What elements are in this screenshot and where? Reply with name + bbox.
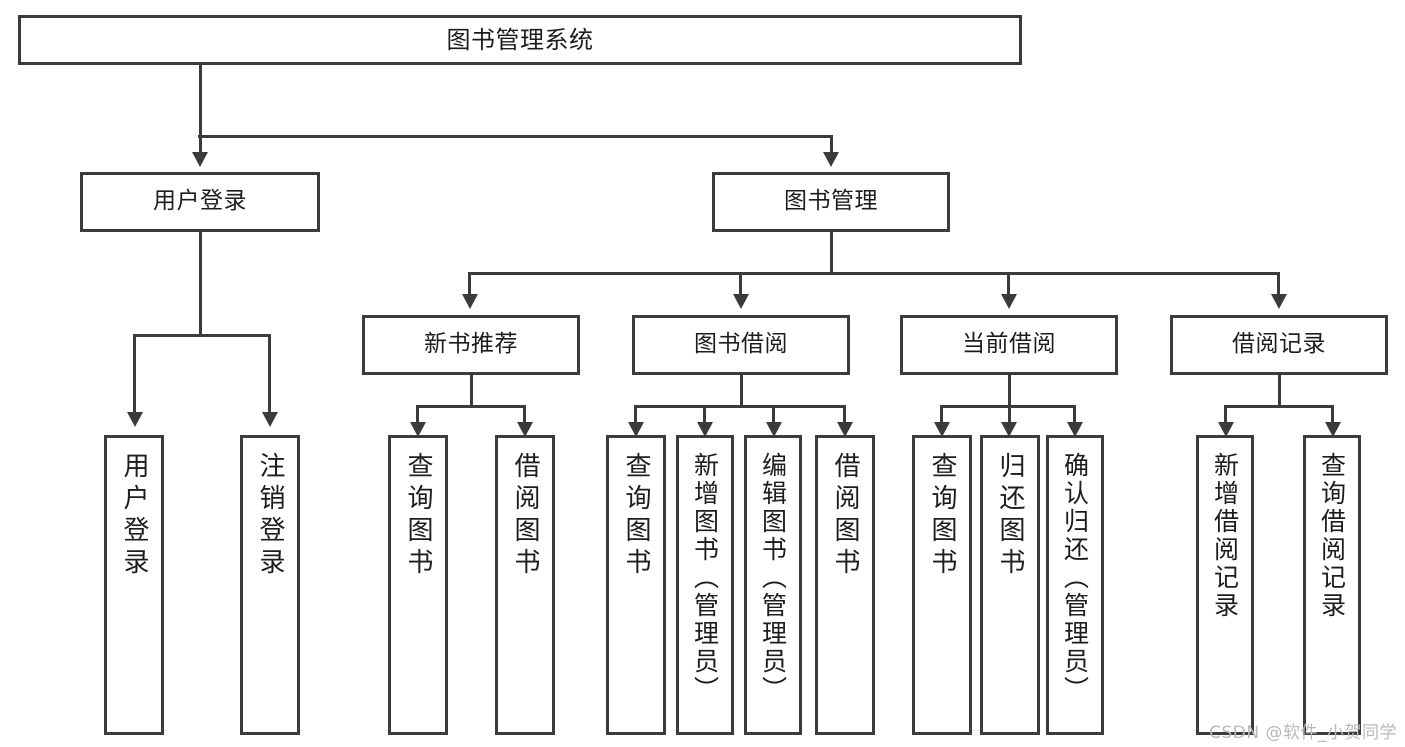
connector-book-borrow-bar [634, 405, 846, 408]
connector-user-login-child-1 [133, 334, 136, 416]
arrowhead-book-borrow-child-2 [696, 422, 713, 437]
arrowhead-user-login-child-1 [126, 412, 143, 427]
arrowhead-book-borrow-child-3 [765, 422, 782, 437]
node-label: 注销登录 [255, 452, 285, 580]
node-label: 借阅图书 [510, 452, 540, 580]
node-label: 查询图书 [621, 452, 651, 580]
leaf-borrow-query-books[interactable]: 查询图书 [606, 435, 666, 735]
connector-book-mgmt-child-1 [468, 272, 471, 298]
connector-book-mgmt-bar [468, 272, 1280, 275]
connector-current-borrow-child-1 [940, 405, 943, 427]
node-label: 确认归还（管理员） [1060, 452, 1090, 704]
node-label: 图书管理系统 [446, 25, 594, 54]
leaf-records-query-record[interactable]: 查询借阅记录 [1303, 435, 1361, 735]
connector-root-bar [198, 135, 832, 138]
arrowhead-root-to-book-mgmt [823, 152, 839, 167]
leaf-newbook-borrow-books[interactable]: 借阅图书 [495, 435, 555, 735]
leaf-borrow-add-book-admin[interactable]: 新增图书（管理员） [676, 435, 734, 735]
arrowhead-borrow-records-child-2 [1324, 422, 1341, 437]
leaf-newbook-query-books[interactable]: 查询图书 [388, 435, 448, 735]
node-label: 查询图书 [403, 452, 433, 580]
arrowhead-book-borrow-child-4 [836, 422, 853, 437]
connector-book-borrow-stem [739, 375, 743, 407]
arrowhead-new-book-child-2 [516, 422, 533, 437]
arrowhead-current-borrow-child-2 [1001, 422, 1017, 437]
node-root-system[interactable]: 图书管理系统 [18, 15, 1022, 65]
arrowhead-user-login-child-2 [261, 412, 278, 427]
connector-borrow-records-child-1 [1224, 405, 1227, 427]
leaf-logout[interactable]: 注销登录 [240, 435, 300, 735]
node-label: 归还图书 [995, 452, 1025, 580]
arrowhead-book-mgmt-child-2 [732, 294, 749, 309]
node-borrow-records[interactable]: 借阅记录 [1170, 315, 1388, 375]
connector-book-mgmt-child-2 [739, 272, 742, 298]
leaf-records-add-record[interactable]: 新增借阅记录 [1196, 435, 1254, 735]
connector-current-borrow-child-2 [1007, 405, 1011, 427]
arrowhead-root-to-user-login [192, 152, 208, 167]
connector-root-stem [198, 65, 202, 137]
leaf-current-confirm-return-admin[interactable]: 确认归还（管理员） [1046, 435, 1104, 735]
node-label: 新书推荐 [424, 331, 518, 358]
leaf-user-login[interactable]: 用户登录 [104, 435, 164, 735]
node-user-login[interactable]: 用户登录 [80, 172, 320, 232]
connector-borrow-records-bar [1224, 405, 1334, 408]
arrowhead-borrow-records-child-1 [1217, 422, 1234, 437]
node-label: 编辑图书（管理员） [758, 452, 788, 704]
node-label: 新增借阅记录 [1210, 452, 1240, 620]
connector-new-book-child-1 [416, 405, 419, 427]
connector-book-borrow-child-4 [843, 405, 846, 427]
node-book-management[interactable]: 图书管理 [712, 172, 950, 232]
connector-user-login-bar [133, 334, 271, 337]
connector-root-to-user-login [198, 135, 202, 157]
leaf-current-query-books[interactable]: 查询图书 [912, 435, 972, 735]
node-book-borrow[interactable]: 图书借阅 [632, 315, 850, 375]
arrowhead-current-borrow-child-1 [933, 422, 950, 437]
connector-new-book-stem [469, 375, 473, 407]
node-label: 查询借阅记录 [1317, 452, 1347, 620]
arrowhead-current-borrow-child-3 [1066, 422, 1083, 437]
connector-borrow-records-child-2 [1331, 405, 1334, 427]
connector-book-mgmt-child-4 [1277, 272, 1280, 298]
arrowhead-book-mgmt-child-1 [461, 294, 478, 309]
node-new-book-recommend[interactable]: 新书推荐 [362, 315, 580, 375]
node-label: 用户登录 [153, 188, 247, 215]
arrowhead-new-book-child-1 [409, 422, 426, 437]
connector-book-mgmt-child-3 [1007, 272, 1010, 298]
node-label: 查询图书 [927, 452, 957, 580]
node-current-borrow[interactable]: 当前借阅 [900, 315, 1118, 375]
node-label: 图书管理 [784, 188, 878, 215]
node-label: 当前借阅 [962, 331, 1056, 358]
node-label: 新增图书（管理员） [690, 452, 720, 704]
node-label: 图书借阅 [694, 331, 788, 358]
connector-book-mgmt-stem [829, 232, 833, 274]
leaf-borrow-borrow-books[interactable]: 借阅图书 [815, 435, 875, 735]
node-label: 借阅记录 [1232, 331, 1326, 358]
connector-new-book-bar [416, 405, 526, 408]
connector-borrow-records-stem [1277, 375, 1281, 407]
connector-root-to-book-mgmt [829, 135, 833, 157]
node-label: 借阅图书 [830, 452, 860, 580]
connector-user-login-stem [198, 232, 202, 336]
arrowhead-book-borrow-child-1 [627, 422, 644, 437]
arrowhead-book-mgmt-child-4 [1270, 294, 1287, 309]
leaf-borrow-edit-book-admin[interactable]: 编辑图书（管理员） [744, 435, 802, 735]
connector-book-borrow-child-1 [634, 405, 637, 427]
connector-book-borrow-child-3 [772, 405, 775, 427]
connector-book-borrow-child-2 [703, 405, 706, 427]
connector-new-book-child-2 [523, 405, 526, 427]
leaf-current-return-books[interactable]: 归还图书 [980, 435, 1040, 735]
node-label: 用户登录 [119, 452, 149, 580]
arrowhead-book-mgmt-child-3 [1000, 294, 1017, 309]
connector-user-login-child-2 [268, 334, 271, 416]
connector-current-borrow-child-3 [1073, 405, 1076, 427]
connector-current-borrow-stem [1007, 375, 1011, 407]
